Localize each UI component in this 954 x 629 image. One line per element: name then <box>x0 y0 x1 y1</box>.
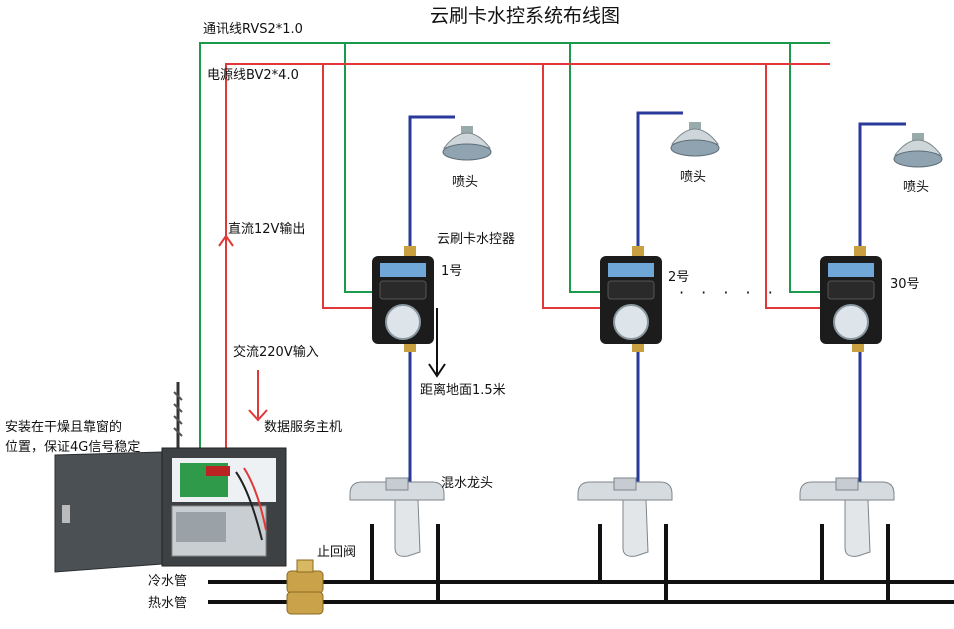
water-up-30 <box>858 122 906 256</box>
controller-2 <box>600 246 662 352</box>
unit-2-label: 2号 <box>668 270 690 285</box>
more-units-dots: · · · · · <box>679 283 779 302</box>
ac-arrow <box>248 409 268 422</box>
shower-head-2 <box>670 122 720 157</box>
hot-pipe-label: 热水管 <box>148 596 188 611</box>
controller-30 <box>820 246 882 352</box>
comm-drop-30 <box>789 43 820 293</box>
water-up-2 <box>636 111 683 256</box>
comm-drop-2 <box>569 43 600 293</box>
power-drop-2 <box>542 64 600 309</box>
mixer-faucet-1 <box>349 477 445 557</box>
controller-label: 云刷卡水控器 <box>437 232 516 247</box>
shower-head-30 <box>893 133 943 168</box>
shower-head-30-label: 喷头 <box>903 180 930 195</box>
power-line-main <box>225 63 830 458</box>
height-label: 距离地面1.5米 <box>420 383 506 398</box>
check-valve-hot <box>286 591 324 615</box>
shower-head-2-label: 喷头 <box>680 170 707 185</box>
power-lines <box>225 63 830 458</box>
power-drop-1 <box>322 64 372 309</box>
check-valve-label: 止回阀 <box>317 545 357 560</box>
mixer-label: 混水龙头 <box>441 476 494 491</box>
mixer-faucet-30 <box>799 477 895 557</box>
dc-arrow <box>218 234 234 247</box>
install-note-line-2: 位置，保证4G信号稳定 <box>5 440 141 455</box>
ac-input-label: 交流220V输入 <box>233 345 319 360</box>
dc-output-label: 直流12V输出 <box>228 222 306 237</box>
server-label: 数据服务主机 <box>264 420 343 435</box>
height-arrow <box>428 308 446 378</box>
cold-pipe-label: 冷水管 <box>148 574 188 589</box>
power-line-label: 电源线BV2*4.0 <box>207 68 299 83</box>
shower-head-1-label: 喷头 <box>452 175 479 190</box>
unit-30-label: 30号 <box>890 277 920 292</box>
water-lines <box>408 111 906 482</box>
diagram-title: 云刷卡水控系统布线图 <box>430 5 621 27</box>
pipes <box>208 524 954 604</box>
mixer-faucet-2 <box>577 477 673 557</box>
check-valve-cold <box>286 559 324 594</box>
power-drop-30 <box>765 64 820 309</box>
install-note-line-1: 安装在干燥且靠窗的 <box>5 420 123 435</box>
comm-line-label: 通讯线RVS2*1.0 <box>203 22 303 37</box>
water-up-1 <box>408 115 455 256</box>
server-cabinet <box>54 382 287 573</box>
shower-head-1 <box>442 126 492 161</box>
comm-lines <box>199 42 830 458</box>
comm-drop-1 <box>344 43 372 293</box>
controller-1 <box>372 246 434 352</box>
unit-1-label: 1号 <box>441 264 463 279</box>
comm-line-main <box>199 42 830 458</box>
cabinet-door <box>54 451 163 573</box>
